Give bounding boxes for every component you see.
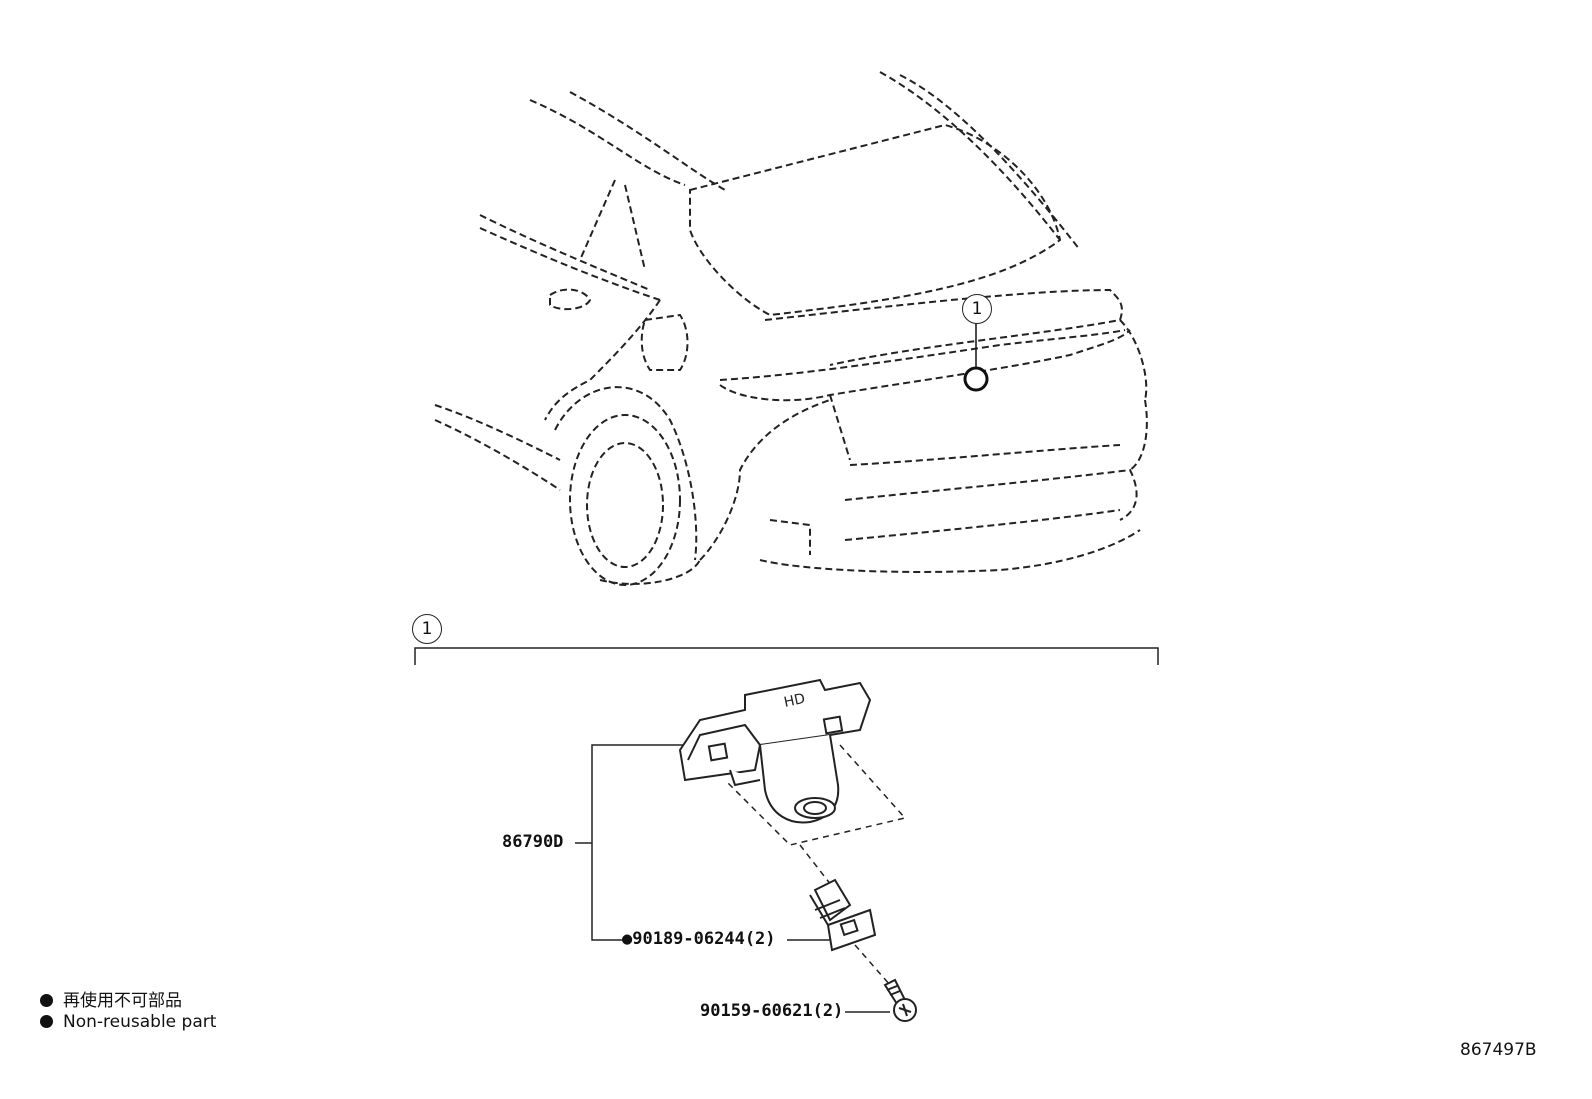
callout-ref-section: 1 [412, 614, 442, 644]
legend-en: Non-reusable part [40, 1012, 216, 1032]
camera-location-marker [963, 320, 989, 392]
screw-illustration [883, 978, 917, 1022]
section-bracket [414, 647, 1159, 665]
leader-lines [575, 744, 890, 1013]
svg-text:HD: HD [783, 691, 807, 711]
non-reusable-dot-icon [40, 1015, 53, 1028]
clip-illustration [809, 878, 877, 952]
part-label-camera: 86790D [502, 832, 564, 852]
camera-assembly-illustration: HD [678, 678, 872, 824]
part-label-screw: 90159-60621(2) [700, 1001, 844, 1021]
non-reusable-dot-icon [40, 994, 53, 1007]
legend-jp: 再使用不可部品 [40, 986, 182, 1011]
part-label-clip: ●90189-06244(2) [622, 929, 776, 949]
callout-ref-vehicle: 1 [962, 294, 992, 324]
legend-en-text: Non-reusable part [63, 1012, 217, 1032]
legend-jp-text: 再使用不可部品 [63, 991, 182, 1011]
drawing-id: 867497B [1460, 1040, 1537, 1060]
vehicle-rear-illustration [434, 71, 1148, 586]
